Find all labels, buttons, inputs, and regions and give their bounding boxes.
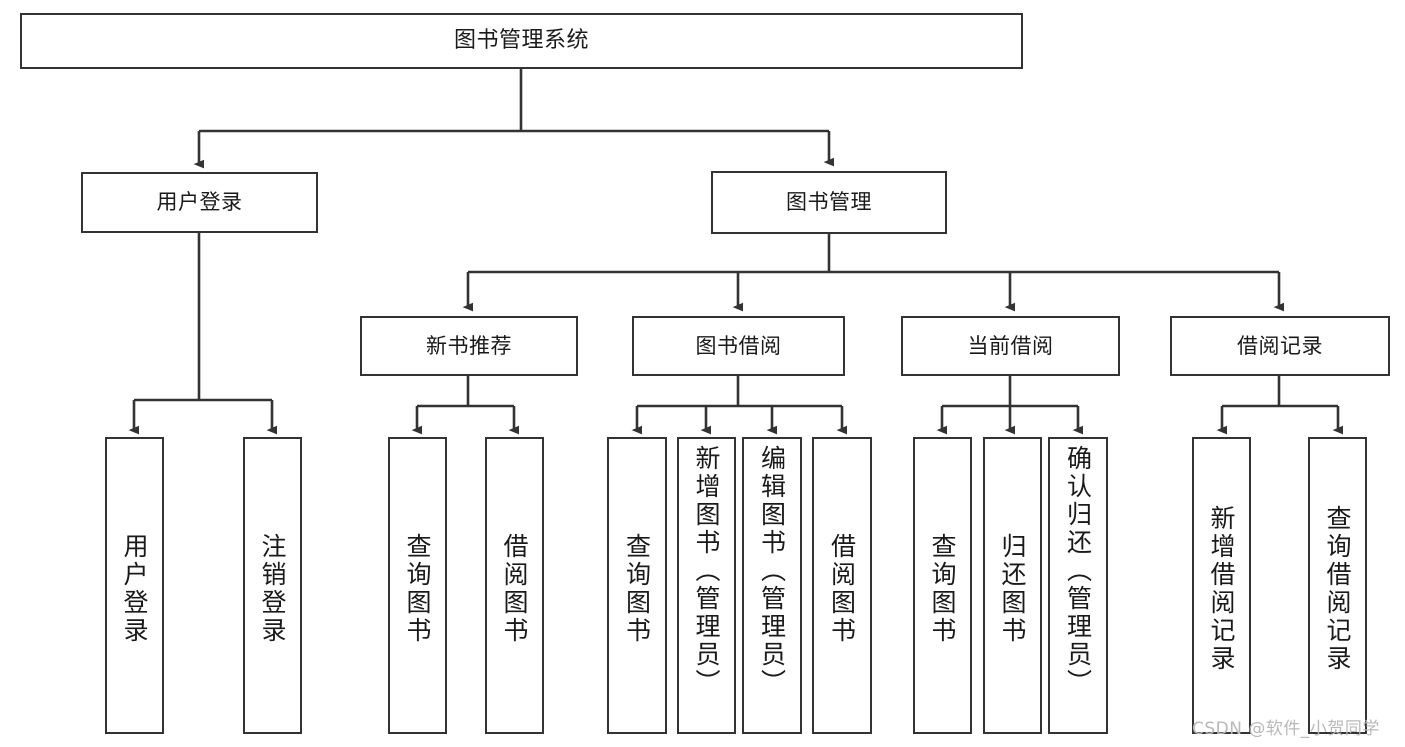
node-label: 编辑图书（管理员） [757,445,787,697]
leaf-logout[interactable]: 注销登录 [243,437,302,734]
node-label: 借阅图书 [827,532,857,645]
watermark-text: CSDN @软件_小贺同学 [1192,719,1380,739]
node-label: 用户登录 [156,190,243,215]
leaf-borrow-query-book[interactable]: 查询图书 [607,437,667,734]
node-label: 归还图书 [998,532,1027,645]
node-label: 注销登录 [258,532,287,645]
leaf-recommend-query-book[interactable]: 查询图书 [388,437,447,734]
node-label: 图书管理系统 [453,28,589,54]
node-user-login[interactable]: 用户登录 [81,172,318,233]
leaf-record-query-record[interactable]: 查询借阅记录 [1308,437,1367,734]
node-current-borrow[interactable]: 当前借阅 [901,316,1120,376]
node-label: 图书借阅 [695,333,782,358]
node-book-management[interactable]: 图书管理 [711,171,947,234]
node-borrow-record[interactable]: 借阅记录 [1170,316,1390,376]
node-label: 借阅记录 [1237,333,1323,358]
node-label: 查询图书 [403,532,432,645]
leaf-recommend-borrow-book[interactable]: 借阅图书 [485,437,544,734]
node-book-borrow[interactable]: 图书借阅 [632,316,845,376]
node-label: 查询图书 [622,532,652,645]
node-label: 图书管理 [786,190,872,215]
node-label: 查询借阅记录 [1323,504,1352,673]
node-new-book-recommend[interactable]: 新书推荐 [360,316,578,376]
node-label: 查询图书 [928,532,957,645]
node-label: 用户登录 [120,532,149,645]
node-label: 借阅图书 [500,532,529,645]
leaf-current-return-book[interactable]: 归还图书 [983,437,1042,734]
leaf-user-login[interactable]: 用户登录 [105,437,164,734]
node-label: 确认归还（管理员） [1063,445,1093,697]
leaf-current-confirm-return-admin[interactable]: 确认归还（管理员） [1048,437,1108,734]
node-label: 新书推荐 [426,333,512,358]
node-root-system[interactable]: 图书管理系统 [20,13,1023,69]
node-label: 当前借阅 [967,333,1054,358]
leaf-borrow-add-book-admin[interactable]: 新增图书（管理员） [677,437,736,734]
leaf-borrow-borrow-book[interactable]: 借阅图书 [812,437,872,734]
leaf-record-add-record[interactable]: 新增借阅记录 [1192,437,1251,734]
leaf-borrow-edit-book-admin[interactable]: 编辑图书（管理员） [742,437,802,734]
node-label: 新增借阅记录 [1207,504,1236,673]
leaf-current-query-book[interactable]: 查询图书 [913,437,972,734]
node-label: 新增图书（管理员） [692,445,721,697]
